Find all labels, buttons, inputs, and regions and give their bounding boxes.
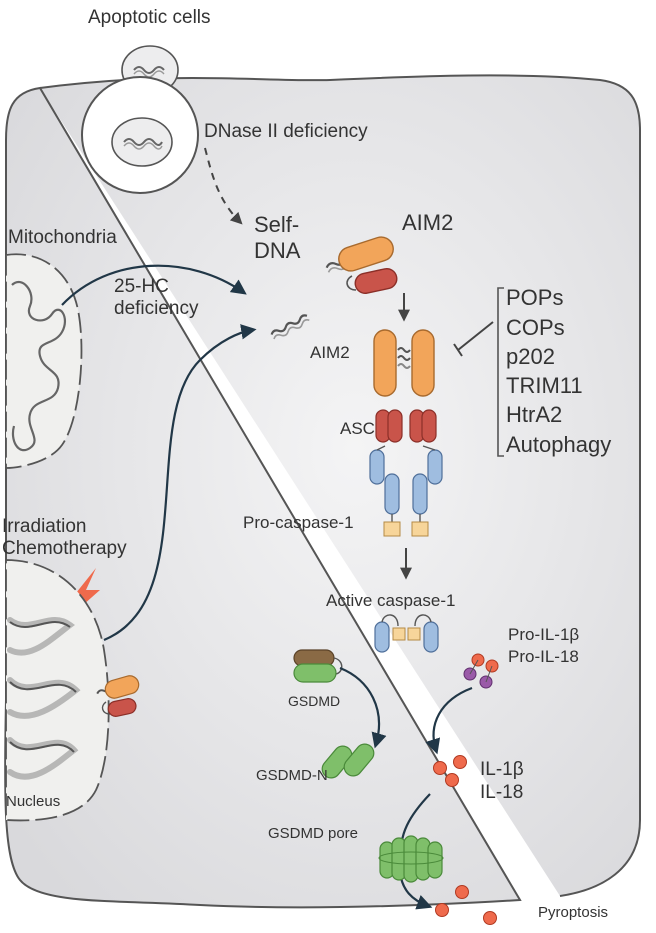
nucleus-label: Nucleus bbox=[6, 793, 60, 810]
pro-caspase-label: Pro-caspase-1 bbox=[243, 513, 354, 532]
gsdmd-label: GSDMD bbox=[288, 693, 340, 709]
mito-to-dna-arrow bbox=[61, 264, 247, 306]
pro-cytokines bbox=[463, 653, 499, 689]
pyroptosis-label: Pyroptosis bbox=[538, 904, 608, 921]
chemotherapy-label: Chemotherapy bbox=[2, 538, 127, 559]
mitochondria bbox=[5, 253, 83, 469]
inhibitor-list: POPs COPs p202 TRIM11 HtrA2 Autophagy bbox=[506, 285, 611, 457]
self-dna-line1: Self- bbox=[254, 212, 299, 237]
asc-label: ASC bbox=[340, 419, 375, 438]
irradiation-label: Irradiation bbox=[2, 516, 87, 537]
released-cytokines bbox=[435, 885, 497, 925]
inhibitor-2: p202 bbox=[506, 344, 555, 369]
pro-caspase-complex bbox=[369, 445, 443, 537]
gsdmd-pore-label: GSDMD pore bbox=[268, 825, 358, 842]
nuclear-aim2 bbox=[96, 675, 140, 717]
inhibitor-symbol bbox=[453, 321, 494, 357]
il1b-label: IL-1β bbox=[480, 759, 524, 780]
aim2-complex-label: AIM2 bbox=[310, 343, 350, 362]
gsdmd-n-fragments bbox=[321, 743, 375, 779]
il18-label: IL-18 bbox=[480, 782, 523, 803]
pro-il18-label: Pro-IL-18 bbox=[508, 647, 579, 666]
inhibitor-5: Autophagy bbox=[506, 432, 611, 457]
mitochondria-label: Mitochondria bbox=[8, 227, 117, 248]
mature-cytokines bbox=[433, 755, 467, 787]
aim2-monomer bbox=[325, 236, 398, 294]
gsdmd-pore bbox=[378, 835, 444, 883]
self-dna-icon bbox=[270, 314, 310, 340]
gsdmd-cleavage-arrow bbox=[339, 666, 387, 749]
inhibitor-bracket bbox=[497, 287, 504, 457]
nucleus-to-dna-arrow bbox=[103, 324, 257, 642]
dnase-deficiency-label: DNase II deficiency bbox=[204, 121, 368, 142]
pro-il-to-il-arrow bbox=[425, 686, 473, 755]
inhibitor-1: COPs bbox=[506, 315, 565, 340]
lightning-icon bbox=[66, 568, 100, 620]
pro-il1b-label: Pro-IL-1β bbox=[508, 625, 579, 644]
active-caspase-label: Active caspase-1 bbox=[326, 591, 455, 610]
phagosome bbox=[81, 76, 199, 194]
aim2-top-label: AIM2 bbox=[402, 210, 453, 235]
asc-dimer bbox=[375, 409, 437, 443]
inhibitor-0: POPs bbox=[506, 285, 563, 310]
gsdmd-n-label: GSDMD-N bbox=[256, 767, 328, 784]
active-caspase-icon bbox=[374, 614, 439, 653]
self-dna-line2: DNA bbox=[254, 238, 301, 263]
inhibitor-4: HtrA2 bbox=[506, 402, 562, 427]
apoptotic-cells-label: Apoptotic cells bbox=[88, 7, 211, 28]
nucleus bbox=[5, 559, 110, 822]
dnase-dashed-arrow bbox=[204, 147, 243, 225]
gsdmd-full bbox=[293, 649, 343, 683]
aim2-dimer bbox=[373, 329, 435, 397]
cell-membrane bbox=[4, 74, 641, 909]
inhibitor-3: TRIM11 bbox=[506, 373, 583, 398]
hc-line1: 25-HC bbox=[114, 276, 169, 297]
hc-line2: deficiency bbox=[114, 298, 199, 319]
